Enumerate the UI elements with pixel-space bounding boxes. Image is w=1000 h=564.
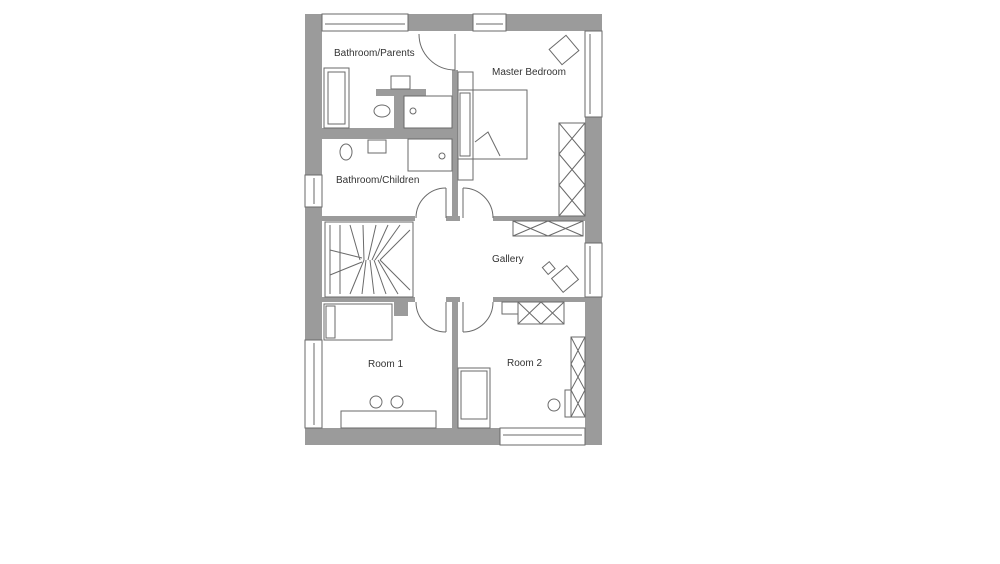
armchair: [548, 34, 580, 66]
wardrobe: [570, 336, 586, 418]
doors: [415, 33, 494, 333]
stool: [369, 395, 383, 409]
room-label-room-2: Room 2: [507, 358, 542, 369]
windows: [304, 13, 603, 446]
shower-drain: [438, 152, 446, 160]
sink: [367, 139, 387, 154]
toilet: [373, 104, 391, 118]
room-label-master-bedroom: Master Bedroom: [492, 67, 566, 78]
desk: [340, 410, 437, 429]
room-label-room-1: Room 1: [368, 359, 403, 370]
room-label-bathroom-parents: Bathroom/Parents: [334, 48, 415, 59]
stool: [547, 398, 561, 412]
walls: [305, 14, 602, 445]
wardrobe: [558, 122, 586, 217]
shelf: [517, 301, 565, 325]
shower-drain: [409, 107, 417, 115]
cabinet: [512, 220, 584, 237]
staircase: [324, 221, 414, 298]
furniture: [323, 34, 586, 429]
armchair: [550, 264, 580, 294]
sink: [390, 75, 411, 90]
room-label-gallery: Gallery: [492, 254, 524, 265]
stool: [390, 395, 404, 409]
room-label-bathroom-children: Bathroom/Children: [336, 175, 419, 186]
toilet: [339, 143, 353, 161]
side-table: [541, 261, 556, 276]
